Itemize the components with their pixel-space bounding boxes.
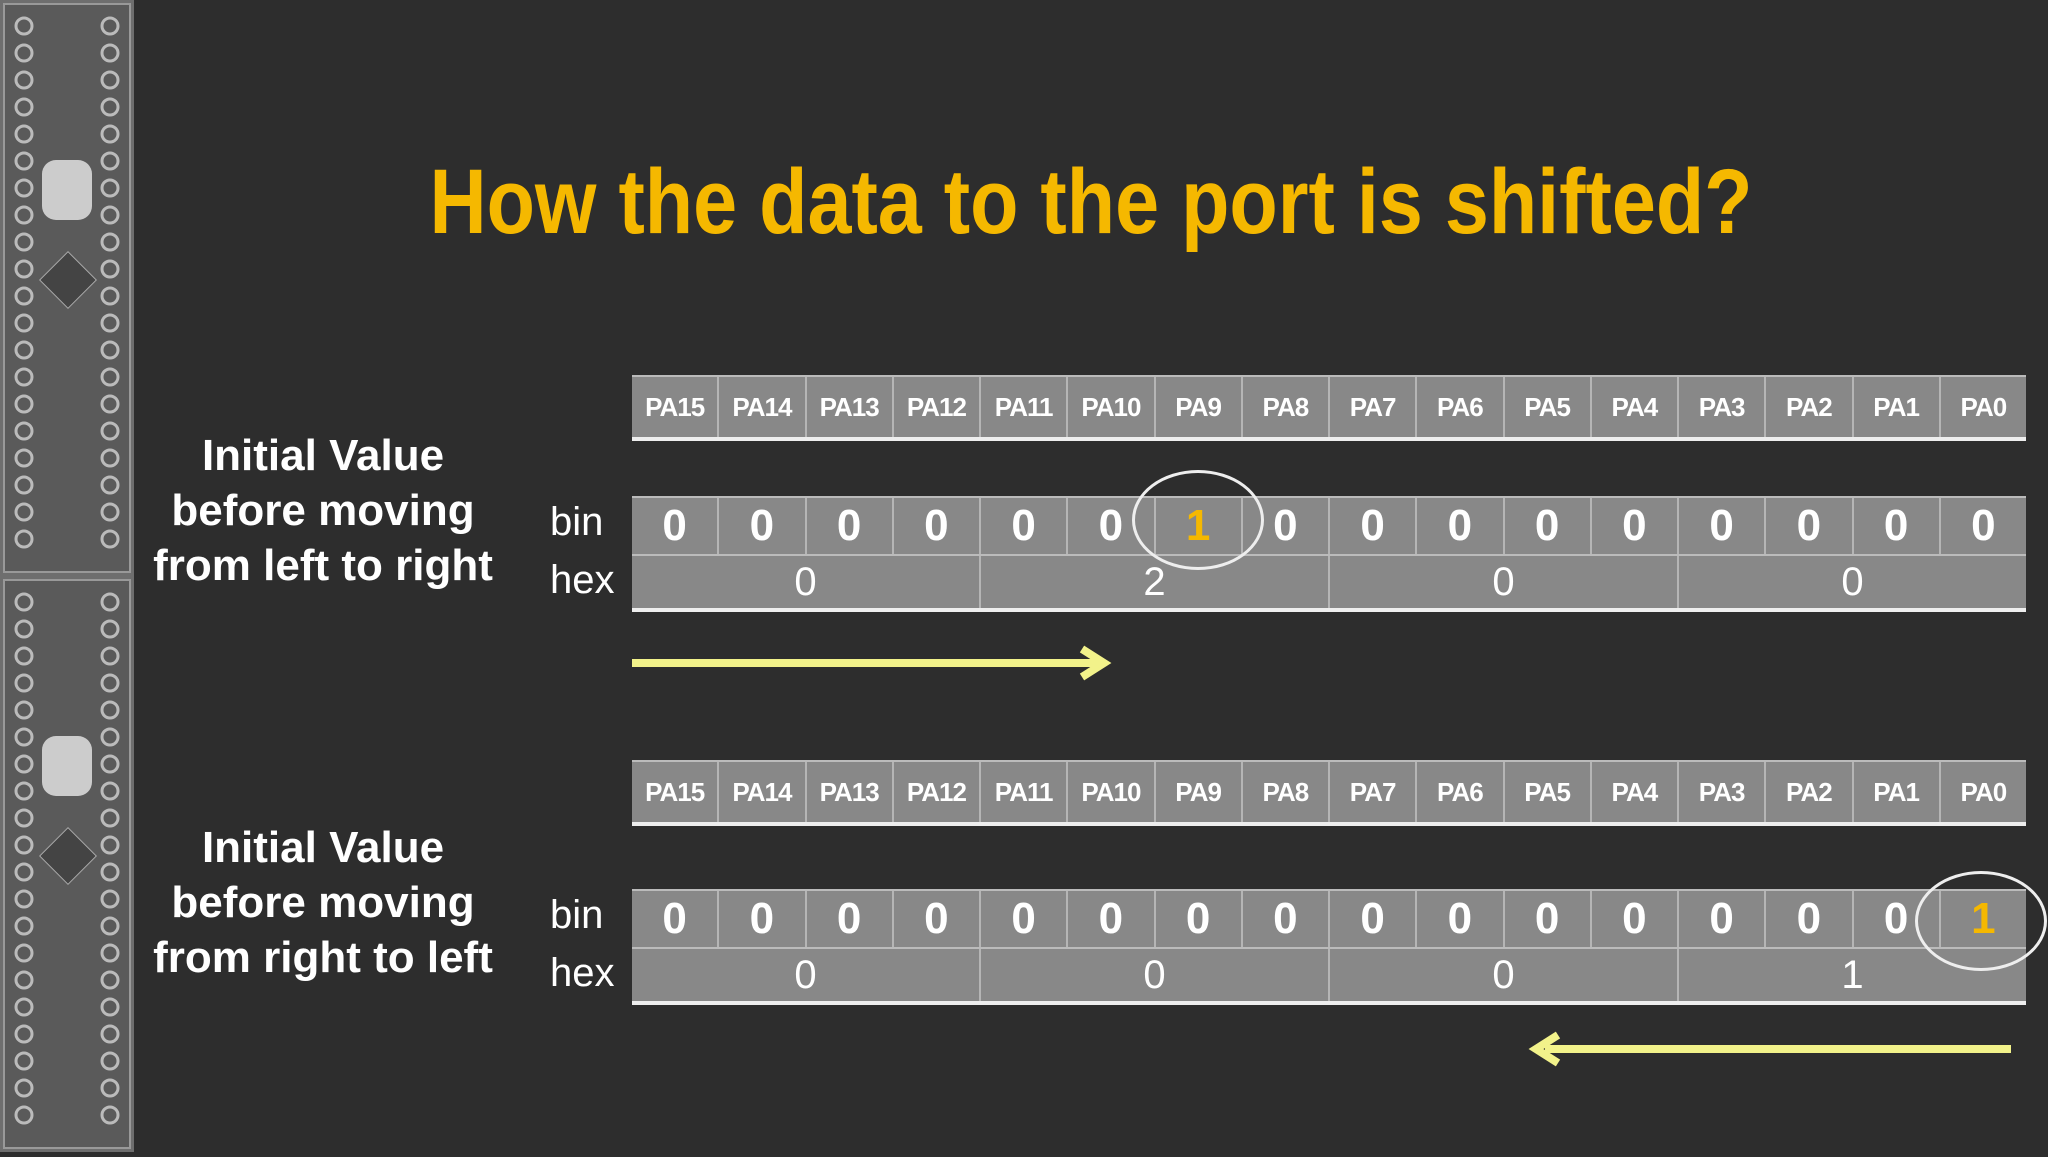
bin-cell: 0: [719, 498, 807, 554]
slide-title: How the data to the port is shifted?: [429, 151, 1753, 253]
pin-header-cell: PA9: [1156, 762, 1243, 822]
pin-header-cell: PA8: [1243, 377, 1330, 437]
caption-line: Initial Value: [201, 431, 445, 480]
pin-header-cell: PA2: [1766, 762, 1854, 822]
pin-header-cell: PA6: [1417, 377, 1505, 437]
pin-header-cell: PA14: [719, 762, 807, 822]
bin-cell: 0: [1592, 498, 1679, 554]
pin-header-cell: PA6: [1417, 762, 1505, 822]
bin-cell: 0: [1417, 891, 1505, 947]
pin-header-cell: PA13: [807, 377, 894, 437]
bin-cell: 0: [1679, 891, 1767, 947]
pin-header-cell: PA9: [1156, 377, 1243, 437]
bin-cell: 0: [1243, 891, 1330, 947]
highlight-circle: [1915, 871, 2047, 971]
pin-header-cell: PA15: [632, 762, 720, 822]
pin-header-cell: PA3: [1679, 377, 1767, 437]
hex-cell: 0: [1330, 949, 1679, 1001]
pin-header-cell: PA5: [1505, 377, 1592, 437]
pin-header-cell: PA8: [1243, 762, 1330, 822]
pin-header-cell: PA3: [1679, 762, 1767, 822]
bin-cell: 0: [981, 498, 1069, 554]
pin-header-cell: PA14: [719, 377, 807, 437]
bin-cell: 0: [719, 891, 807, 947]
pin-header-cell: PA0: [1960, 391, 2008, 422]
pin-header-cell: PA1: [1854, 377, 1941, 437]
caption-line: from right to left: [153, 933, 493, 982]
pin-header-cell: PA7: [1330, 377, 1418, 437]
bin-cell: 0: [1156, 891, 1243, 947]
pin-header-cell: PA15: [632, 377, 720, 437]
hex-label: hex: [550, 558, 615, 602]
bin-cell: 0: [894, 498, 981, 554]
pin-header-cell: PA4: [1592, 762, 1679, 822]
bin-cell: 0: [1766, 498, 1854, 554]
bin-cell: 0: [1330, 498, 1418, 554]
bin-cell: 0: [632, 498, 720, 554]
bin-cell: 0: [1330, 891, 1418, 947]
pin-header-cell: PA12: [894, 377, 981, 437]
hex-cell: 0: [981, 949, 1330, 1001]
bin-cell: 0: [1068, 891, 1156, 947]
caption-line: before moving: [171, 878, 475, 927]
pin-header-cell: PA11: [981, 762, 1069, 822]
bin-cell: 0: [1417, 498, 1505, 554]
bin-cell: 0: [894, 891, 981, 947]
pin-header-cell: PA0: [1960, 776, 2008, 807]
pin-header-cell: PA10: [1068, 762, 1156, 822]
bin-cell: 0: [1854, 498, 1941, 554]
bin-label: bin: [550, 893, 604, 937]
pin-header-cell: PA12: [894, 762, 981, 822]
bin-cell: 0: [632, 891, 720, 947]
bin-cell: 0: [807, 891, 894, 947]
bin-cell: 0: [1592, 891, 1679, 947]
caption-line: before moving: [171, 486, 475, 535]
bin-cell: 0: [981, 891, 1069, 947]
pin-header-cell: PA11: [981, 377, 1069, 437]
hex-label: hex: [550, 951, 615, 995]
bin-cell: 0: [1679, 498, 1767, 554]
bin-label: bin: [550, 500, 604, 544]
pin-header-cell: PA7: [1330, 762, 1418, 822]
hex-cell: 0: [1841, 559, 1864, 604]
bin-cell: 0: [1505, 498, 1592, 554]
pin-header-cell: PA4: [1592, 377, 1679, 437]
pin-header-cell: PA5: [1505, 762, 1592, 822]
bin-cell: 0: [1766, 891, 1854, 947]
bin-cell: 0: [1971, 501, 1996, 550]
pin-header-cell: PA10: [1068, 377, 1156, 437]
bin-cell: 0: [807, 498, 894, 554]
bin-cell: 0: [1243, 498, 1330, 554]
bin-cell: 0: [1505, 891, 1592, 947]
caption-line: Initial Value: [201, 823, 445, 872]
pin-header-cell: PA2: [1766, 377, 1854, 437]
pin-header-cell: PA1: [1854, 762, 1941, 822]
hex-cell: 2: [981, 556, 1330, 608]
highlight-circle: [1132, 470, 1264, 570]
hex-cell: 0: [632, 949, 981, 1001]
pin-header-cell: PA13: [807, 762, 894, 822]
microcontroller-board-image: [0, 0, 134, 1152]
hex-cell: 0: [1330, 556, 1679, 608]
hex-cell: 0: [632, 556, 981, 608]
caption-line: from left to right: [153, 541, 493, 590]
hex-cell: 1: [1841, 952, 1864, 997]
